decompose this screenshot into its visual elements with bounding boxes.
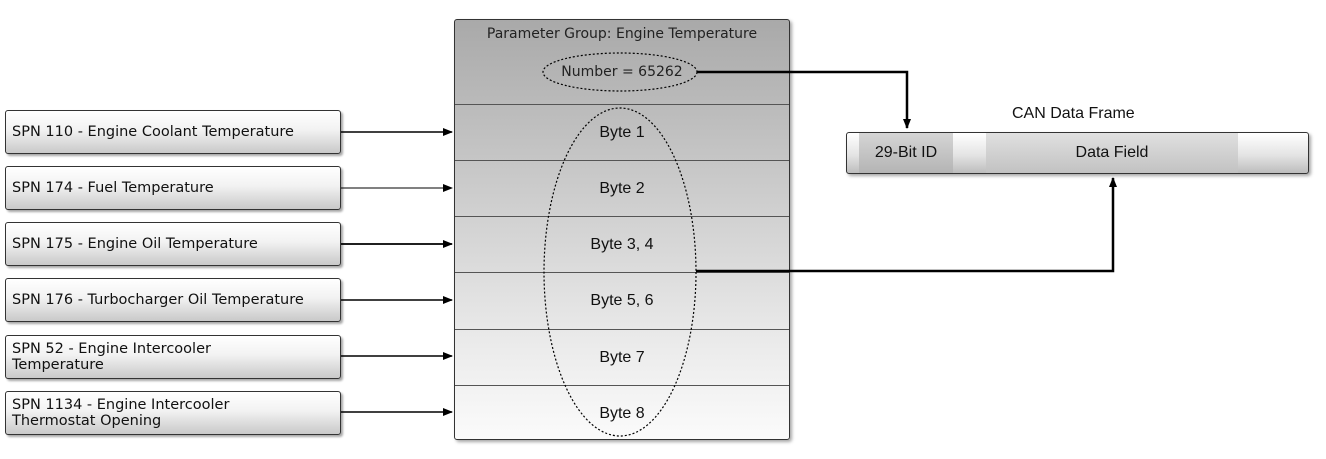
spn-box-176: SPN 176 - Turbocharger Oil Temperature [5,278,341,322]
spn-label: SPN 52 - Engine Intercooler Temperature [12,341,211,373]
spn-label: SPN 174 - Fuel Temperature [12,180,214,196]
byte-row-2: Byte 2 [455,160,789,217]
spn-box-52: SPN 52 - Engine Intercooler Temperature [5,335,341,379]
byte-row-5-6: Byte 5, 6 [455,272,789,329]
byte-row-8: Byte 8 [455,385,789,439]
byte-row-3-4: Byte 3, 4 [455,216,789,273]
byte-row-1: Byte 1 [455,104,789,161]
spn-label: SPN 176 - Turbocharger Oil Temperature [12,292,304,308]
can-data-frame: 29-Bit ID Data Field [846,132,1309,174]
byte-row-7: Byte 7 [455,329,789,386]
spn-label: SPN 175 - Engine Oil Temperature [12,236,258,252]
parameter-group-title: Parameter Group: Engine Temperature [486,26,758,42]
can-frame-title: CAN Data Frame [1012,105,1135,122]
can-data-field: Data Field [986,133,1238,173]
can-id-field: 29-Bit ID [859,133,953,173]
parameter-group-box: Parameter Group: Engine Temperature Numb… [454,19,790,440]
parameter-group-number: Number = 65262 [561,64,683,80]
spn-box-174: SPN 174 - Fuel Temperature [5,166,341,210]
spn-box-1134: SPN 1134 - Engine Intercooler Thermostat… [5,391,341,435]
spn-label: SPN 1134 - Engine Intercooler Thermostat… [12,397,230,429]
spn-label: SPN 110 - Engine Coolant Temperature [12,124,294,140]
spn-box-175: SPN 175 - Engine Oil Temperature [5,222,341,266]
spn-box-110: SPN 110 - Engine Coolant Temperature [5,110,341,154]
